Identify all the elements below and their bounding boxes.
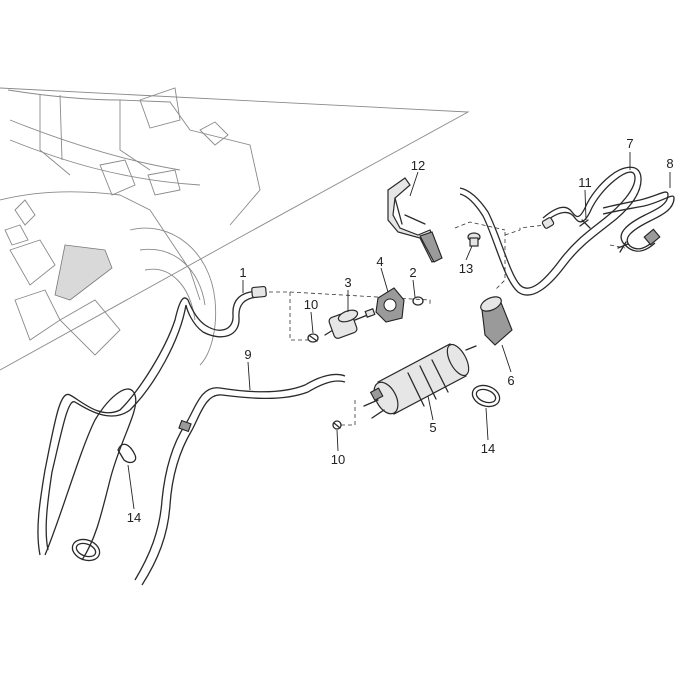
callout-7: 7 — [626, 136, 633, 151]
part-2-ring — [412, 296, 424, 306]
callout-1: 1 — [239, 265, 246, 280]
vehicle-background-sketch — [0, 87, 470, 371]
part-3-inline-filter — [324, 308, 376, 339]
part-5-fuel-pump — [363, 343, 477, 419]
part-9-hose — [134, 373, 346, 586]
callout-11: 11 — [578, 175, 592, 190]
part-7-hose — [459, 166, 642, 296]
part-14-clamp-right — [471, 384, 501, 408]
callout-4: 4 — [376, 254, 383, 269]
part-14-clamp-left — [71, 443, 137, 562]
part-4-bracket — [375, 287, 405, 323]
part-8-hose — [602, 191, 675, 253]
part-6-sleeve — [480, 296, 513, 346]
callout-6: 6 — [507, 373, 514, 388]
callout-14-right: 14 — [481, 441, 495, 456]
callout-10-upper: 10 — [304, 297, 318, 312]
callout-3: 3 — [344, 275, 351, 290]
callout-13: 13 — [459, 261, 473, 276]
assembly-guide-lines — [262, 221, 626, 426]
callout-labels: 1 2 3 4 5 6 7 8 9 10 10 11 12 13 14 14 — [127, 136, 674, 525]
callout-9: 9 — [244, 347, 251, 362]
callout-8: 8 — [666, 156, 673, 171]
part-12-bracket — [387, 177, 443, 263]
callout-14-left: 14 — [127, 510, 141, 525]
callout-5: 5 — [429, 420, 436, 435]
callout-10-lower: 10 — [331, 452, 345, 467]
callout-12: 12 — [411, 158, 425, 173]
part-11-clip — [579, 219, 591, 229]
part-10-clip-lower — [332, 420, 342, 430]
part-13-screw — [467, 232, 481, 247]
callout-2: 2 — [409, 265, 416, 280]
leader-lines — [127, 152, 671, 510]
part-10-clip-upper — [307, 333, 319, 343]
part-1-hose — [37, 285, 267, 561]
